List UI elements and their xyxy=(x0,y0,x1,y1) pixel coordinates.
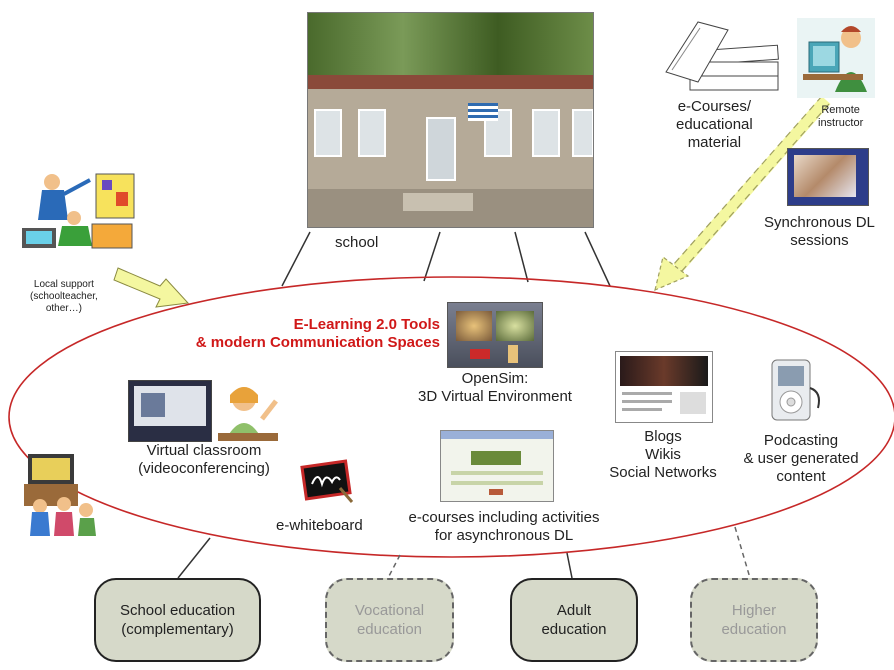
opensim-image xyxy=(447,302,543,368)
local-support-arrow xyxy=(113,267,190,308)
student-icon xyxy=(218,383,284,443)
target-connector-line xyxy=(566,552,573,579)
teacher-icon xyxy=(18,168,138,254)
school-connector-line xyxy=(281,231,311,287)
blogs-screenshot xyxy=(615,351,713,423)
school-connector-line xyxy=(423,231,441,282)
school-connector-line xyxy=(584,231,611,287)
opensim-label: OpenSim: 3D Virtual Environment xyxy=(418,370,572,405)
target-connector-line xyxy=(387,554,401,579)
sync-label: Synchronous DL sessions xyxy=(764,214,875,249)
tools-ellipse xyxy=(8,276,894,558)
virtual-classroom-label: Virtual classroom (videoconferencing) xyxy=(138,442,270,477)
podcast-icon xyxy=(770,358,824,424)
classroom-icon xyxy=(20,448,106,538)
school-photo xyxy=(307,12,594,228)
target-box-higher: Higher education xyxy=(690,578,818,662)
podcasting-label: Podcasting & user generated content xyxy=(743,432,859,485)
instructor-icon xyxy=(795,12,877,102)
target-box-adult: Adult education xyxy=(510,578,638,662)
target-label: Higher education xyxy=(721,601,787,639)
target-label: Adult education xyxy=(541,601,607,639)
school-label: school xyxy=(335,234,379,251)
ewhiteboard-label: e-whiteboard xyxy=(276,517,363,534)
target-connector-line xyxy=(177,537,211,579)
target-label: Vocational education xyxy=(354,601,425,639)
remote-arrow xyxy=(654,95,831,292)
courses-label: e-Courses/ educational material xyxy=(676,98,753,151)
target-connector-line xyxy=(734,526,751,579)
ecourses-screenshot xyxy=(440,430,554,502)
ecourses-label: e-courses including activities for async… xyxy=(408,509,600,544)
target-box-school: School education (complementary) xyxy=(94,578,261,662)
virtual-classroom-screen xyxy=(128,380,212,442)
instructor-label: Remote instructor xyxy=(818,104,864,130)
ellipse-title: E-Learning 2.0 Tools & modern Communicat… xyxy=(195,316,440,351)
sync-session-image xyxy=(787,148,869,206)
local-support-label: Local support (schoolteacher, other…) xyxy=(30,279,98,314)
books-icon xyxy=(658,12,788,102)
target-label: School education (complementary) xyxy=(119,601,236,639)
blogs-label: Blogs Wikis Social Networks xyxy=(609,428,717,481)
school-connector-line xyxy=(514,231,529,283)
whiteboard-icon xyxy=(300,458,356,506)
target-box-vocational: Vocational education xyxy=(325,578,454,662)
